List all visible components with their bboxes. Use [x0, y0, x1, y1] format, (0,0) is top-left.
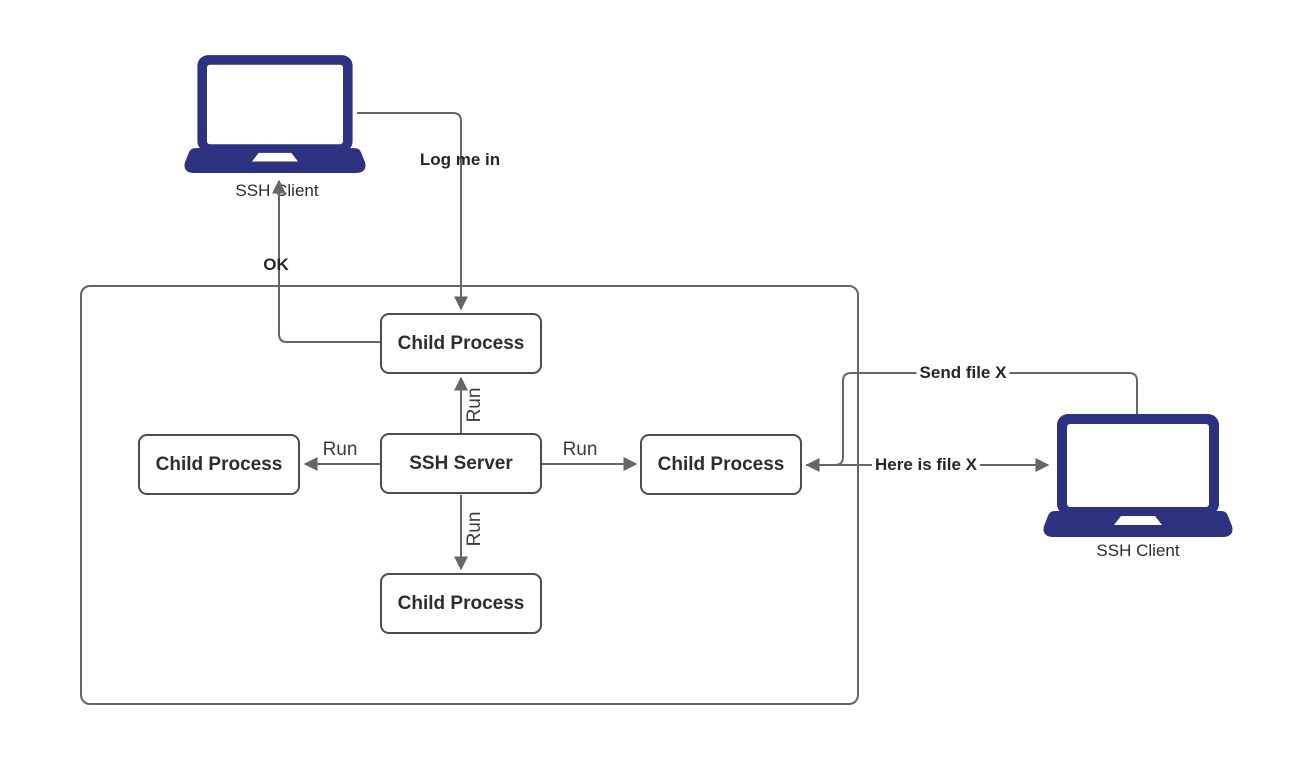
connector-log-me-in: [357, 112, 468, 311]
laptop-icon: [184, 55, 366, 173]
edge-label-run-top: Run: [464, 387, 485, 423]
server-boundary-box: [80, 285, 859, 705]
edge-label-ok: OK: [263, 255, 289, 274]
laptop-screen: [1067, 424, 1209, 507]
ssh-client-top-left: [184, 55, 366, 176]
child-process-left-node: Child Process: [138, 434, 300, 495]
ssh-client-right-label: SSH Client: [1096, 541, 1180, 560]
laptop-icon: [1043, 414, 1233, 537]
laptop-notch: [252, 152, 298, 162]
edge-label-here-is-file-x: Here is file X: [871, 455, 981, 475]
child-process-right-node: Child Process: [640, 434, 802, 495]
ssh-client-top-left-label: SSH Client: [235, 181, 319, 200]
edge-label-run-left: Run: [322, 439, 358, 460]
ssh-client-right: [1043, 414, 1233, 540]
edge-label-run-right: Run: [562, 439, 598, 460]
edge-label-run-bottom: Run: [464, 511, 485, 547]
laptop-notch: [1114, 516, 1162, 525]
ssh-server-node: SSH Server: [380, 433, 542, 494]
laptop-screen: [206, 64, 344, 145]
child-process-top-node: Child Process: [380, 313, 542, 374]
child-process-bottom-node: Child Process: [380, 573, 542, 634]
edge-label-send-file-x: Send file X: [916, 363, 1010, 383]
edge-label-log-me-in: Log me in: [419, 150, 501, 169]
